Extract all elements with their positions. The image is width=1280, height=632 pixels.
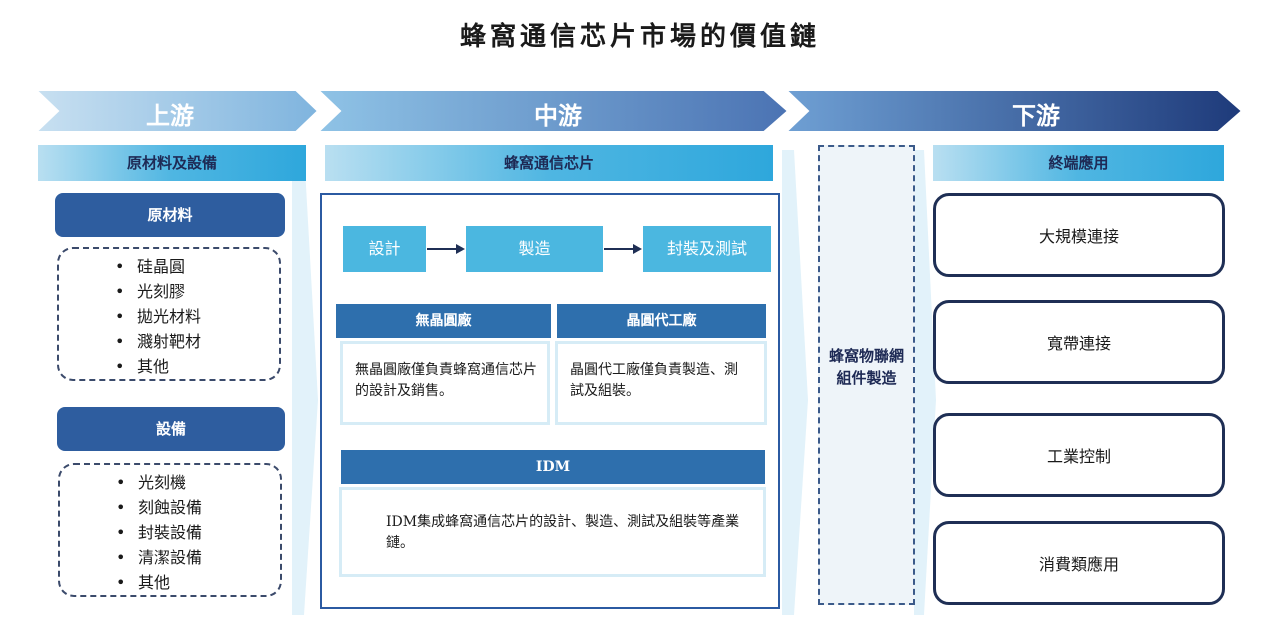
equipment-pill: 設備 xyxy=(57,407,285,451)
list-item: 清潔設備 xyxy=(106,545,280,570)
list-item: 封裝設備 xyxy=(106,520,280,545)
app-label: 大規模連接 xyxy=(1038,227,1119,246)
stage-midstream-label: 中游 xyxy=(534,101,582,130)
list-item: 光刻機 xyxy=(106,470,280,495)
list-item: 拋光材料 xyxy=(105,304,279,329)
foundry-desc: 晶圓代工廠僅負責製造、測試及組裝。 xyxy=(570,362,738,399)
materials-pill: 原材料 xyxy=(55,193,285,237)
list-item: 光刻膠 xyxy=(105,279,279,304)
stage-upstream-label: 上游 xyxy=(146,101,194,130)
app-box: 寬帶連接 xyxy=(933,300,1225,384)
idm-desc-box: IDM集成蜂窩通信芯片的設計、製造、測試及組裝等產業鏈。 xyxy=(339,487,766,577)
list-item: 濺射靶材 xyxy=(105,329,279,354)
app-label: 工業控制 xyxy=(1046,447,1111,466)
app-box: 工業控制 xyxy=(933,413,1225,497)
page-title: 蜂窩通信芯片市場的價值鏈 xyxy=(459,22,820,52)
list-item: 其他 xyxy=(105,354,279,379)
list-item: 其他 xyxy=(106,570,280,595)
idm-desc: IDM集成蜂窩通信芯片的設計、製造、測試及組裝等產業鏈。 xyxy=(386,514,740,551)
list-item: 刻蝕設備 xyxy=(106,495,280,520)
fabless-label: 無晶圓廠 xyxy=(336,304,551,338)
module-manufacturing-label: 蜂窩物聯網組件製造 xyxy=(828,347,904,387)
flow-arrow-2 xyxy=(782,150,808,615)
foundry-label: 晶圓代工廠 xyxy=(557,304,766,338)
process-packaging-test: 封裝及測試 xyxy=(643,226,771,272)
process-manufacture: 製造 xyxy=(466,226,603,272)
midstream-header: 蜂窩通信芯片 xyxy=(325,145,773,181)
chevron-downstream xyxy=(783,89,1244,133)
module-manufacturing-box: 蜂窩物聯網組件製造 xyxy=(818,145,915,605)
app-box: 大規模連接 xyxy=(933,193,1225,277)
app-label: 寬帶連接 xyxy=(1046,334,1111,353)
idm-label: IDM xyxy=(341,450,765,484)
equipment-list-box: 光刻機 刻蝕設備 封裝設備 清潔設備 其他 xyxy=(58,463,282,597)
fabless-desc: 無晶圓廠僅負責蜂窩通信芯片的設計及銷售。 xyxy=(355,362,537,399)
chevron-midstream xyxy=(315,89,790,133)
stage-chevrons xyxy=(33,89,1244,133)
foundry-desc-box: 晶圓代工廠僅負責製造、測試及組裝。 xyxy=(555,341,767,425)
process-design: 設計 xyxy=(343,226,426,272)
fabless-desc-box: 無晶圓廠僅負責蜂窩通信芯片的設計及銷售。 xyxy=(340,341,550,425)
app-box: 消費類應用 xyxy=(933,521,1225,605)
chevron-upstream xyxy=(33,89,320,133)
stage-downstream-label: 下游 xyxy=(1012,101,1060,130)
materials-list-box: 硅晶圓 光刻膠 拋光材料 濺射靶材 其他 xyxy=(57,247,281,381)
list-item: 硅晶圓 xyxy=(105,254,279,279)
flow-arrow-1 xyxy=(292,150,318,615)
app-label: 消費類應用 xyxy=(1038,555,1119,574)
downstream-header: 終端應用 xyxy=(933,145,1224,181)
upstream-header: 原材料及設備 xyxy=(38,145,306,181)
